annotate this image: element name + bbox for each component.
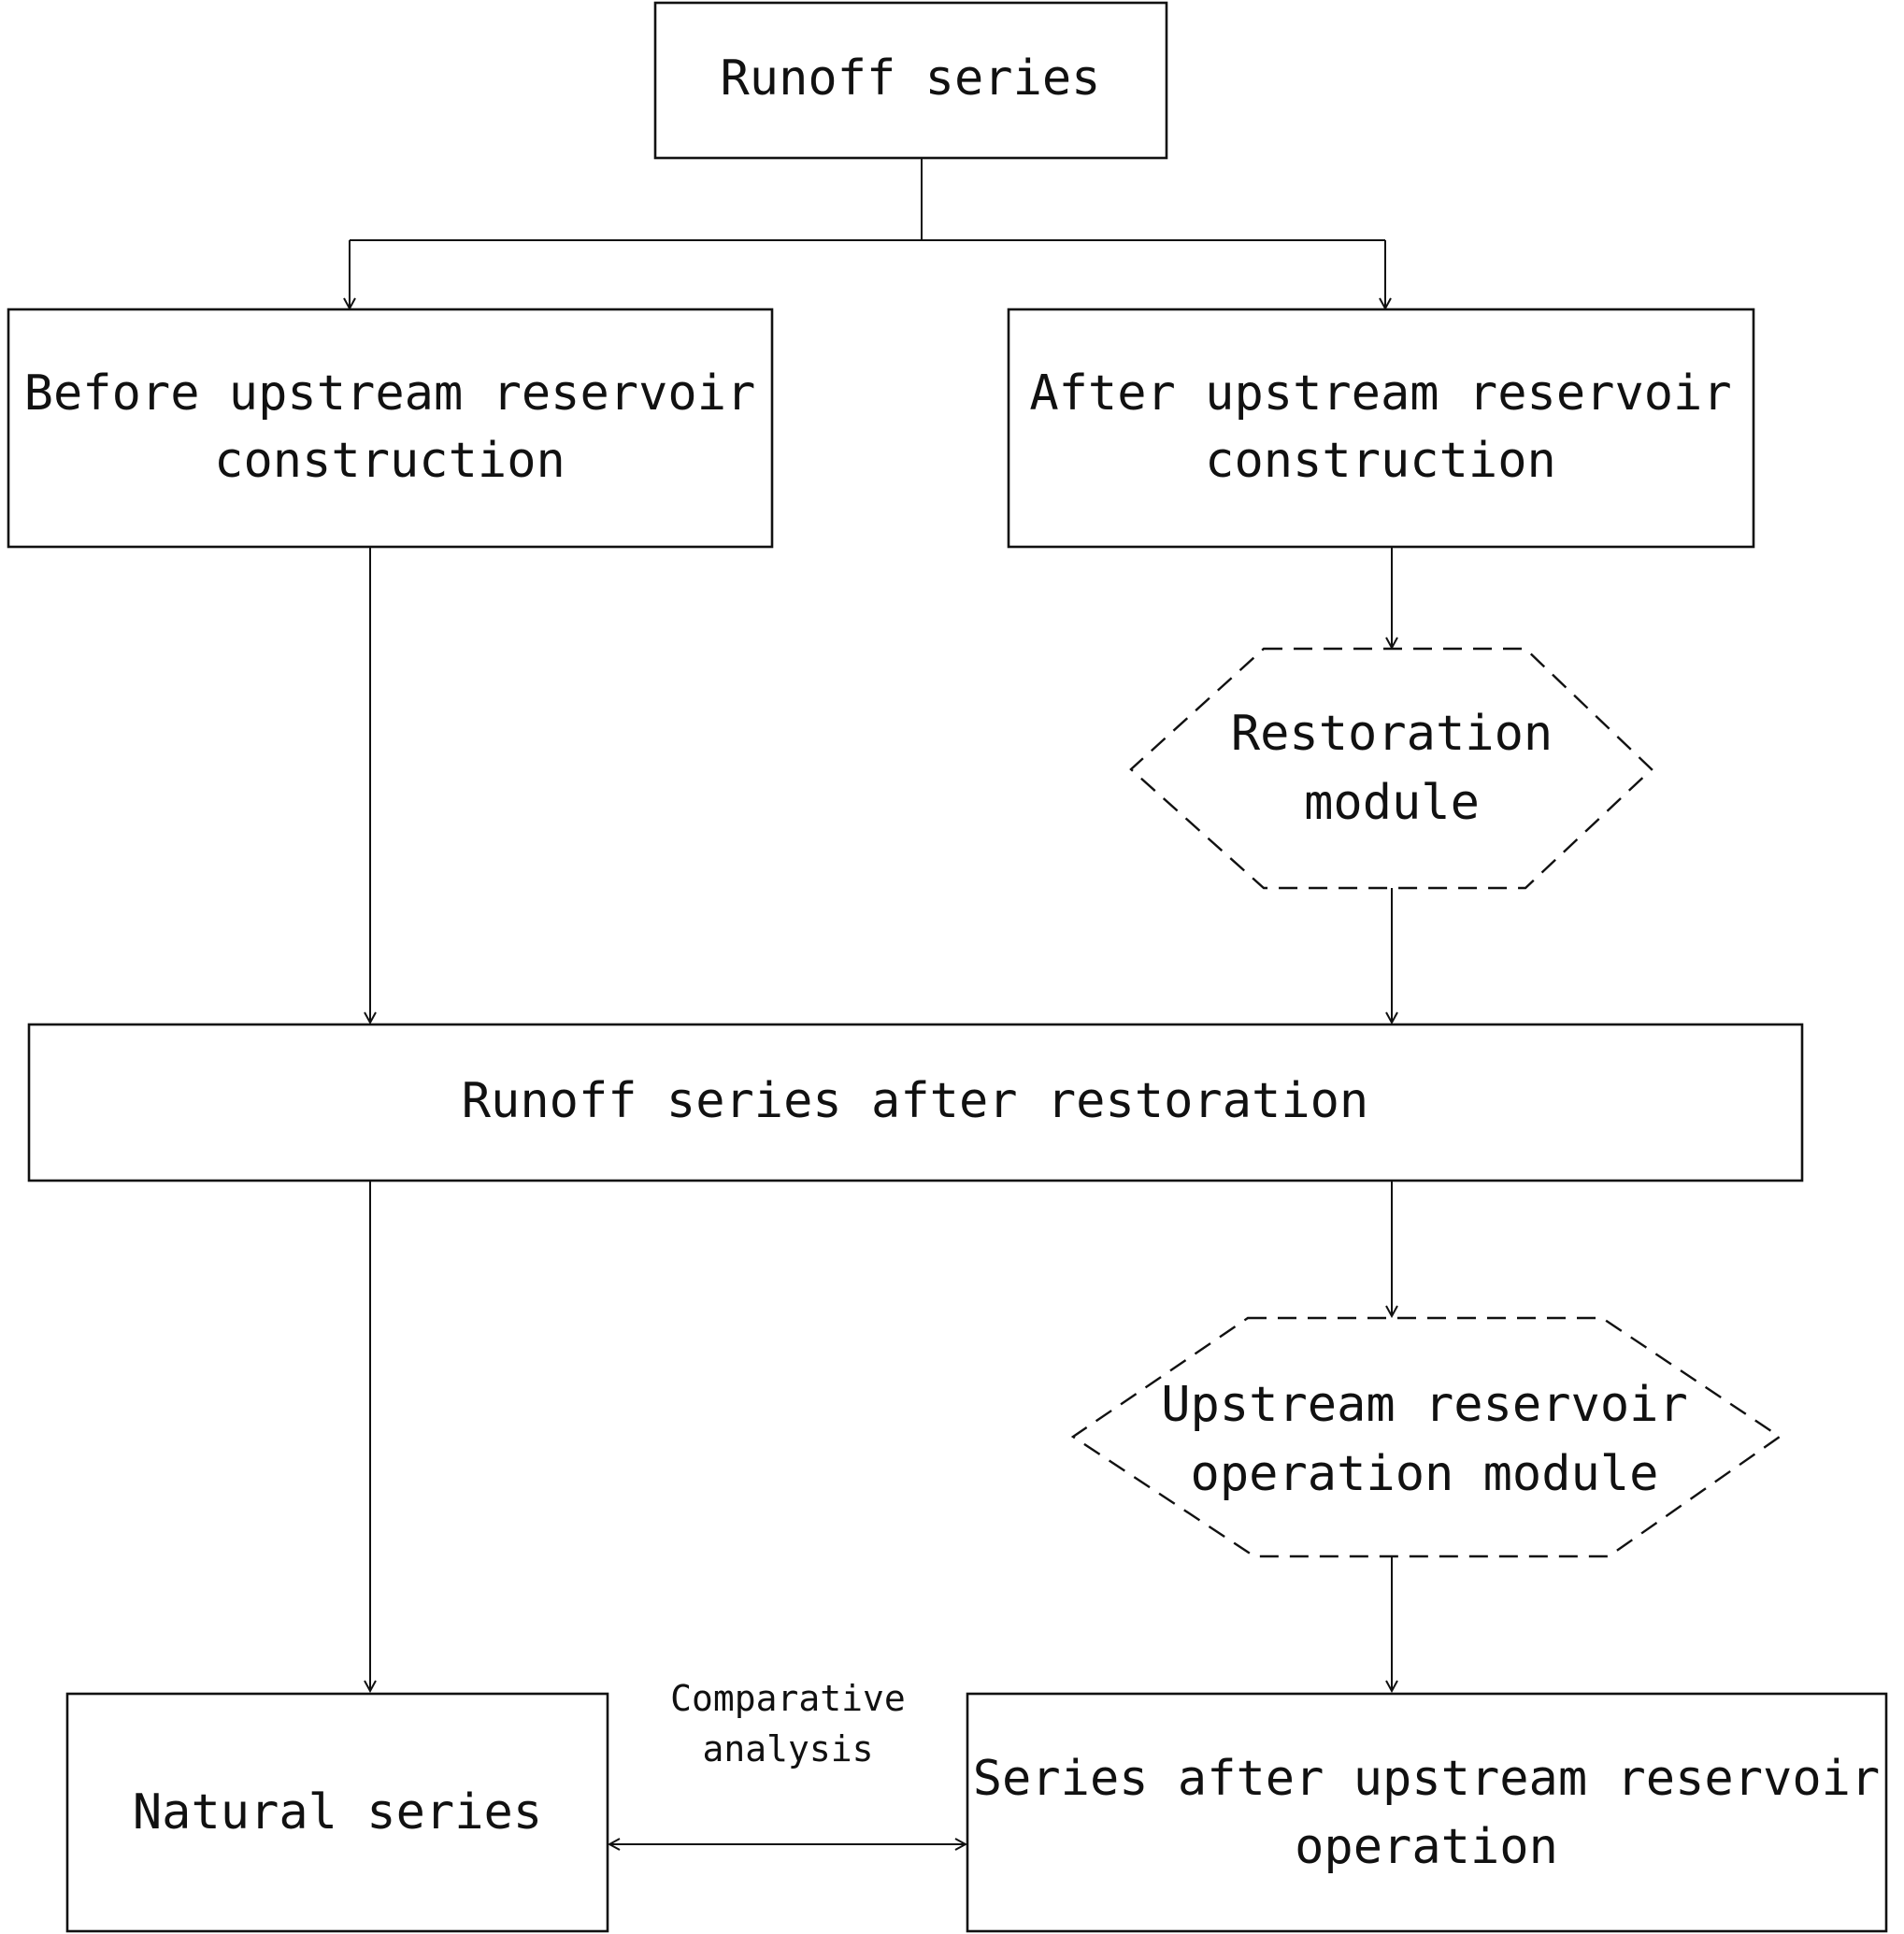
split-connector xyxy=(350,158,1385,308)
node-before-construction-line2: construction xyxy=(214,433,565,489)
node-operation-module-line1: Upstream reservoir xyxy=(1161,1377,1688,1433)
node-operation-module: Upstream reservoir operation module xyxy=(1070,1316,1782,1558)
node-after-construction-line2: construction xyxy=(1205,433,1556,489)
edge-comparative-analysis: Comparative analysis xyxy=(609,1678,966,1844)
node-operation-module-line2: operation module xyxy=(1191,1446,1659,1502)
node-after-construction-line1: After upstream reservoir xyxy=(1029,365,1731,422)
node-runoff-after-restoration: Runoff series after restoration xyxy=(27,1023,1804,1182)
node-restoration-module-line1: Restoration xyxy=(1231,706,1553,762)
node-series-after-operation: Series after upstream reservoir operatio… xyxy=(966,1692,1888,1933)
node-natural-series: Natural series xyxy=(65,1692,609,1933)
node-before-construction-line1: Before upstream reservoir xyxy=(24,365,756,422)
node-series-after-operation-line2: operation xyxy=(1295,1819,1558,1875)
node-runoff-after-restoration-label: Runoff series after restoration xyxy=(462,1073,1369,1129)
node-runoff-series: Runoff series xyxy=(653,1,1168,160)
edge-comparative-analysis-line1: Comparative xyxy=(670,1678,906,1719)
edge-comparative-analysis-line2: analysis xyxy=(702,1728,873,1769)
node-restoration-module-line2: module xyxy=(1304,775,1480,831)
node-restoration-module: Restoration module xyxy=(1129,647,1653,890)
node-series-after-operation-line1: Series after upstream reservoir xyxy=(973,1751,1881,1807)
node-after-construction: After upstream reservoir construction xyxy=(1007,308,1755,549)
node-before-construction: Before upstream reservoir construction xyxy=(7,308,774,549)
node-runoff-series-label: Runoff series xyxy=(721,50,1101,107)
node-natural-series-label: Natural series xyxy=(133,1784,542,1841)
